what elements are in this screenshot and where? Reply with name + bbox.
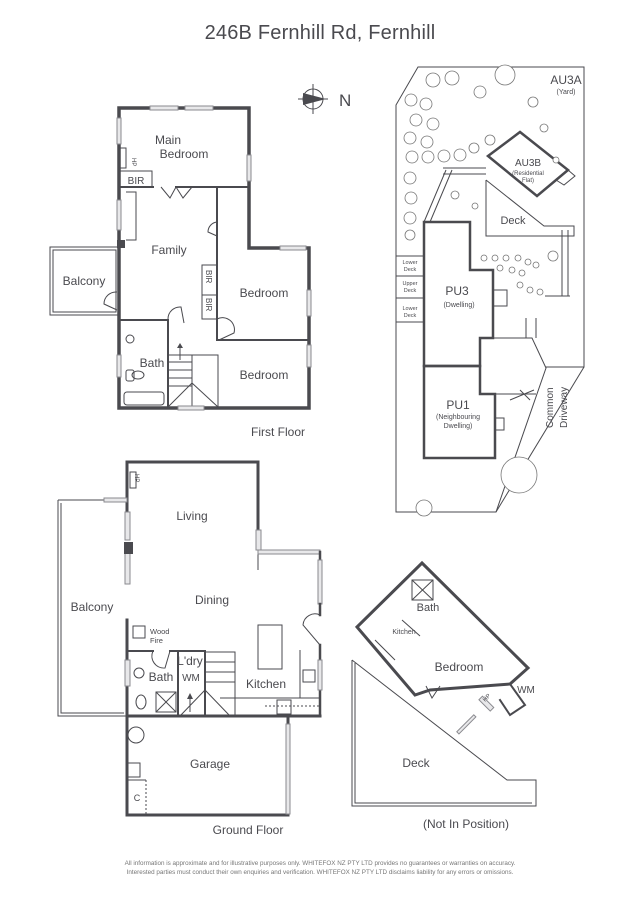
cupboard-label: C [134,793,141,803]
wood-fire-label-2: Fire [150,636,163,645]
wood-fire-label-1: Wood [150,627,169,636]
room-label-bedroom-2: Bedroom [240,286,289,300]
bir-label-2: BIR [204,270,213,284]
wm-label-ground: WM [182,673,200,684]
room-label-bedroom-3: Bedroom [240,368,289,382]
lower-deck-label-1b: Deck [404,267,417,273]
hp-label: HP [130,158,136,166]
driveway-label-1: Common [545,387,556,428]
unit-label-au3a: AU3A [550,73,581,87]
room-label-bir: BIR [128,176,145,187]
ground-floor-caption: Ground Floor [213,823,284,837]
disclaimer-footer: All information is approximate and for i… [0,860,640,877]
ground-floor-plan: Living Dining Balcony HP Wood Fire L'dry… [57,460,323,837]
unit-sublabel-au3a: (Yard) [557,89,576,96]
not-in-position-caption: (Not In Position) [423,817,509,831]
room-label-living: Living [176,509,207,523]
room-label-main-bedroom: Main [155,133,181,147]
unit-label-pu1: PU1 [446,398,470,412]
hp-label-ground: HP [133,474,139,482]
room-label-bedroom-flat: Bedroom [435,660,484,674]
wm-label-flat: WM [517,685,535,696]
lower-deck-label-2a: Lower [403,306,418,312]
site-deck-label: Deck [500,215,526,227]
room-label-kitchen: Kitchen [246,677,286,691]
disclaimer-line-2: Interested parties must conduct their ow… [126,868,514,876]
room-label-laundry: L'dry [177,654,203,668]
bir-label-3: BIR [204,298,213,312]
room-label-garage: Garage [190,757,230,771]
room-label-deck-flat: Deck [402,756,430,770]
room-label-kitchen-flat: Kitchen [392,629,415,636]
room-label-balcony-first: Balcony [63,274,106,288]
unit-sublabel-pu1-1: (Neighbouring [436,414,480,421]
property-address-title: 246B Fernhill Rd, Fernhill [204,22,436,44]
lower-deck-label-1a: Lower [403,260,418,266]
lower-deck-label-2b: Deck [404,313,417,319]
north-arrow-icon: N [298,84,351,114]
tree-icons [403,64,560,517]
unit-sublabel-au3b-1: (Residential [512,171,544,177]
upper-deck-label-b: Deck [404,288,417,294]
first-floor-plan: Main Bedroom BIR HP Family Balcony Bedro… [49,105,312,439]
hp-label-flat: HP [482,693,492,703]
room-label-dining: Dining [195,593,229,607]
room-label-main-bedroom-2: Bedroom [160,147,209,161]
unit-label-pu3: PU3 [445,284,469,298]
room-label-family: Family [151,243,186,257]
upper-deck-label-a: Upper [403,281,418,287]
north-label: N [339,91,351,110]
flat-plan: Bath Kitchen Bedroom WM HP Deck (Not In … [351,560,537,831]
unit-sublabel-pu3: (Dwelling) [443,302,474,309]
first-floor-caption: First Floor [251,425,305,439]
site-plan: AU3A (Yard) AU3B (Residential Flat) Deck… [395,64,585,517]
room-label-bath-ground: Bath [149,670,174,684]
room-label-bath-flat: Bath [417,602,440,614]
room-label-balcony-ground: Balcony [71,600,114,614]
room-label-bath-first: Bath [140,356,165,370]
driveway-label-2: Driveway [559,387,570,428]
unit-label-au3b: AU3B [515,158,541,169]
disclaimer-line-1: All information is approximate and for i… [124,860,516,867]
unit-sublabel-pu1-2: Dwelling) [444,423,473,430]
unit-sublabel-au3b-2: Flat) [522,178,534,184]
